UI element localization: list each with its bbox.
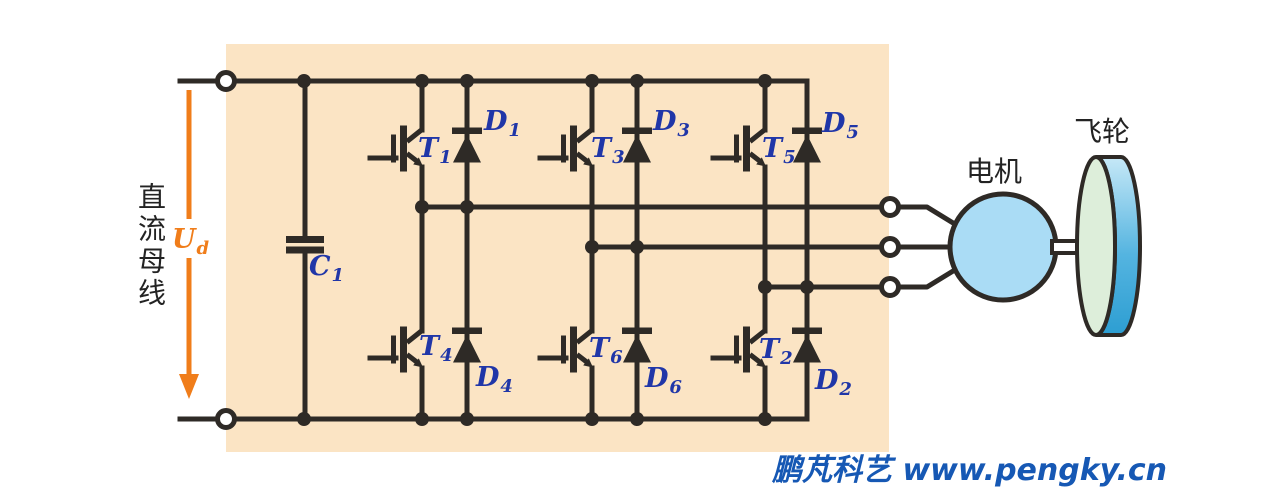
transistor-label-t4: T4 <box>419 331 453 366</box>
circuit-terminals <box>215 70 901 430</box>
transistor-label-t6: T6 <box>589 333 623 368</box>
dc-positive-terminal <box>215 70 237 92</box>
flywheel <box>1075 155 1142 337</box>
flywheel-face <box>1075 155 1117 337</box>
transistor-label-t2: T2 <box>759 334 793 369</box>
watermark-text: 鹏芃科艺 www.pengky.cn <box>772 453 1168 488</box>
phase-a-terminal <box>879 196 901 218</box>
diode-label-d1: D1 <box>484 106 521 141</box>
dc-bus-label: 直流母线 <box>134 182 167 310</box>
dc-voltage-arrow <box>179 90 199 399</box>
phase-c-terminal <box>879 276 901 298</box>
dc-voltage-subscript: d <box>196 238 210 259</box>
diode-label-d3: D3 <box>653 106 690 141</box>
motor-lead-bottom <box>899 265 960 290</box>
capacitor-plate-bottom <box>286 246 324 254</box>
transistor-label-t1: T1 <box>418 133 452 168</box>
motor-body <box>947 191 1059 303</box>
dc-negative-terminal <box>215 408 237 430</box>
junction-dots <box>297 74 814 426</box>
capacitor-label: C1 <box>309 251 345 286</box>
capacitor-plate-top <box>286 236 324 243</box>
capacitor-c1 <box>286 81 324 419</box>
phase-b-terminal <box>879 236 901 258</box>
diode-label-d6: D6 <box>645 363 682 398</box>
diode-label-d5: D5 <box>822 108 859 143</box>
dc-voltage-symbol: U <box>172 224 196 255</box>
flywheel-label: 飞轮 <box>1074 115 1131 148</box>
motor-lead-top <box>899 204 960 229</box>
arrowhead-down <box>179 374 199 399</box>
diode-label-d4: D4 <box>476 362 513 397</box>
dc-bus-rails <box>177 78 810 422</box>
dc-voltage-label: Ud <box>172 224 209 258</box>
motor-lead-wires <box>899 204 960 290</box>
transistor-label-t3: T3 <box>591 133 625 168</box>
transistor-label-t5: T5 <box>762 133 796 168</box>
motor-label: 电机 <box>966 155 1023 188</box>
diode-label-d2: D2 <box>815 365 852 400</box>
